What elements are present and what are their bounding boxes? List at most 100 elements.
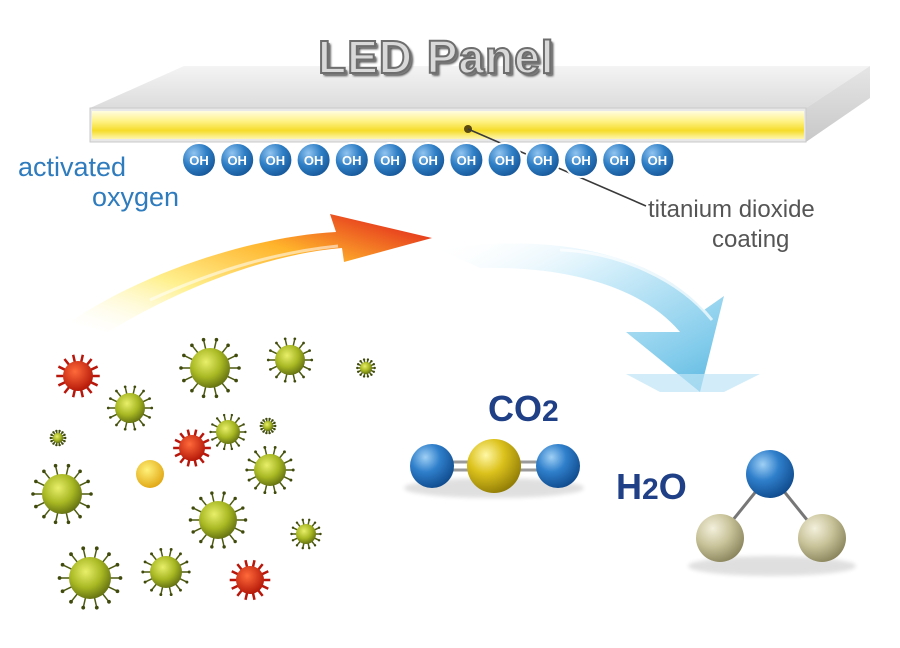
oh-radical-circle	[410, 142, 447, 178]
microbe-spike-tip	[215, 417, 219, 420]
h2o-molecule	[688, 450, 856, 576]
microbe-spike-tip	[245, 468, 249, 472]
microbe-spike-tip	[64, 436, 67, 440]
h2o-formula-h: H	[616, 466, 642, 507]
microbe	[49, 429, 67, 447]
microbe-spike-tip	[237, 417, 241, 420]
oh-radical-label: OH	[304, 153, 324, 168]
microbe-spike-tip	[81, 546, 86, 551]
microbe	[57, 546, 123, 610]
microbe-spike-tip	[273, 491, 277, 495]
microbe	[136, 460, 164, 488]
microbe-spike-tip	[289, 478, 293, 482]
microbe-spike-tip	[241, 506, 245, 510]
microbe-spike-tip	[133, 427, 137, 431]
oh-radical: OH	[219, 142, 256, 178]
microbe-spike-tip	[271, 430, 274, 433]
panel-title: LED Panel	[317, 30, 555, 84]
microbe-body	[179, 435, 205, 461]
microbe-spike-tip	[237, 444, 241, 447]
oh-radical-circle	[563, 142, 599, 178]
microbe-spike-tip	[313, 544, 317, 547]
microbe-spike-tip	[210, 491, 214, 495]
microbe-spike-tip	[58, 429, 61, 433]
microbe-spike-tip	[268, 431, 271, 435]
microbe-spike-tip	[273, 421, 276, 425]
microbe-spike-tip	[283, 486, 286, 490]
microbe-spike-tip	[291, 539, 295, 542]
microbe-body	[360, 362, 372, 374]
microbe-spike-tip	[159, 593, 163, 597]
coating-label-line2: coating	[712, 226, 790, 253]
microbe-spike-tip	[34, 504, 38, 509]
microbe-spike-tip	[55, 429, 58, 433]
microbe-spike-tip	[52, 442, 55, 445]
microbe	[31, 463, 93, 525]
oh-radical-label: OH	[266, 153, 286, 168]
microbe-spike-tip	[366, 358, 370, 361]
co2-formula: CO2	[488, 388, 559, 430]
microbe-spike-tip	[356, 363, 360, 366]
microbe-spike-tip	[242, 423, 245, 426]
microbe-spike-tip	[356, 370, 360, 373]
microbe-spike-tip	[301, 518, 304, 522]
microbe-spike-tip	[179, 552, 182, 556]
microbe	[179, 337, 241, 399]
microbe-body	[53, 433, 63, 443]
microbe-spike-tip	[179, 366, 183, 370]
microbe	[356, 358, 376, 378]
activated-oxygen-label-line2: oxygen	[92, 182, 180, 212]
h2o-formula: H2O	[616, 466, 687, 508]
microbe-spike-tip	[61, 442, 64, 445]
titanium-dioxide-coating-strip	[92, 111, 804, 139]
microbe-spike-tip	[191, 530, 195, 534]
microbe-spike-tip	[263, 445, 267, 449]
h2o-formula-o: O	[658, 466, 687, 507]
microbe-spike-tip	[308, 349, 311, 352]
microbe-body	[115, 393, 145, 423]
oh-radical-label: OH	[609, 153, 629, 168]
oh-radical-label: OH	[418, 153, 438, 168]
microbe-spike-tip	[133, 385, 137, 389]
microbe-spike-tip	[148, 416, 151, 419]
microbe-spike-tip	[237, 366, 241, 370]
microbe-spike-tip	[63, 433, 66, 437]
microbe-spike-tip	[201, 337, 206, 342]
oh-radical-circle	[372, 142, 408, 178]
oh-radical: OH	[486, 142, 523, 178]
panel-right-face	[806, 66, 870, 142]
microbe-spike-tip	[211, 423, 214, 426]
microbe-spike-tip	[148, 397, 151, 400]
microbe-spike-tip	[262, 419, 265, 422]
microbe-spike-tip	[359, 373, 362, 377]
microbe-spike-tip	[69, 599, 73, 604]
microbe	[259, 417, 277, 435]
microbe-spike-tip	[244, 430, 247, 434]
oh-radical-label: OH	[533, 153, 553, 168]
co2-carbon-atom	[467, 439, 521, 493]
microbe-spike-tip	[78, 514, 82, 519]
microbe-spike-tip	[118, 576, 123, 580]
oh-radical: OH	[410, 142, 447, 178]
microbe-spike-tip	[150, 552, 153, 556]
microbe-spike-tip	[233, 496, 237, 501]
microbe-spike-tip	[50, 433, 53, 437]
microbe-spike-tip	[222, 413, 226, 417]
microbe-spike-tip	[199, 539, 203, 544]
microbe-spike-tip	[362, 358, 366, 361]
microbe-spike-tip	[115, 423, 118, 427]
microbe-spike-tip	[123, 427, 127, 431]
microbe-spike-tip	[94, 546, 99, 551]
microbe	[290, 518, 322, 550]
microbe-spike-tip	[106, 406, 110, 410]
microbe-spike-tip	[143, 580, 147, 584]
microbe-spike-tip	[150, 406, 154, 410]
microbe-spike-tip	[283, 450, 286, 454]
microbe-spike-tip	[63, 439, 66, 443]
microbe-body	[136, 460, 164, 488]
oh-radical-label: OH	[648, 153, 668, 168]
microbe-spike-tip	[185, 560, 189, 564]
microbe-body	[263, 421, 273, 431]
microbe	[229, 559, 271, 601]
microbe-spike-tip	[356, 366, 359, 370]
